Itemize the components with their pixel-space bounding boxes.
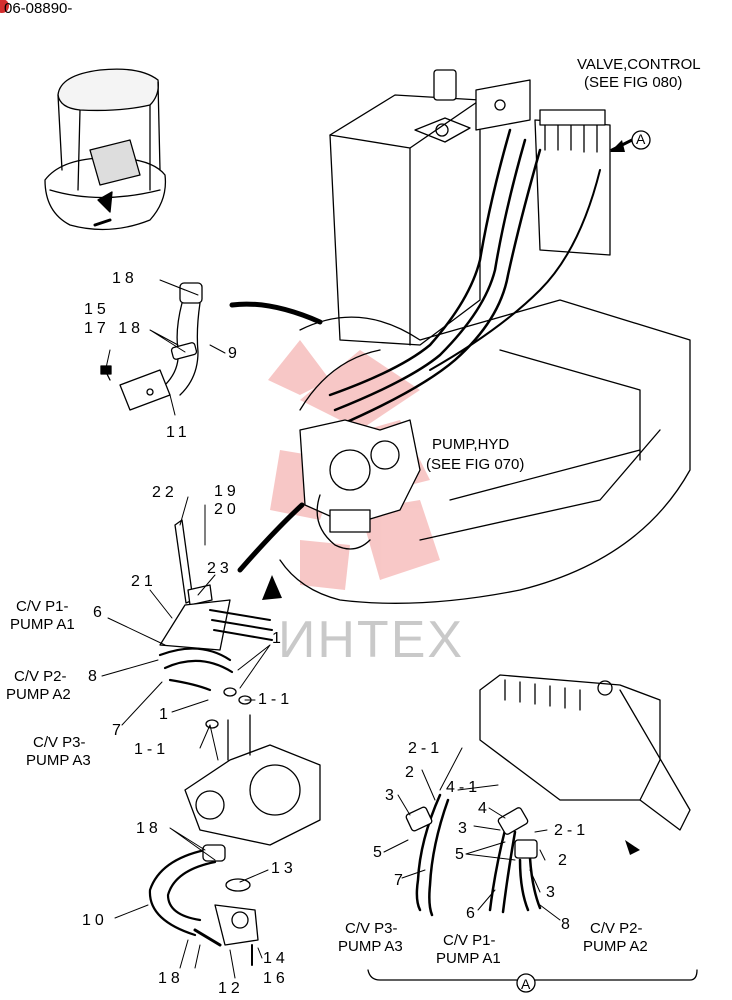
- item-number: 5: [373, 844, 386, 861]
- item-number: 3: [458, 820, 471, 837]
- item-number: 16: [263, 970, 289, 987]
- pump-hyd-ref: (SEE FIG 070): [426, 456, 525, 473]
- detail-cv-p1-pump-label: PUMP A1: [436, 950, 501, 967]
- detail-view-a: [367, 674, 698, 993]
- cv-p2-pump-label: PUMP A2: [6, 686, 71, 703]
- item-number: 4-1: [446, 779, 482, 796]
- cv-p1-label: C/V P1-: [16, 598, 69, 615]
- item-number: 18: [158, 970, 184, 987]
- item-number: 21: [131, 573, 157, 590]
- item-number: 3: [546, 884, 559, 901]
- machine-thumbnail: [44, 68, 167, 231]
- item-number: 23: [207, 560, 233, 577]
- item-number: 6: [93, 604, 106, 621]
- item-number: 14: [263, 950, 289, 967]
- item-number: 2-1: [408, 740, 444, 757]
- item-number: 1-1: [258, 691, 294, 708]
- detail-cv-p3-pump-label: PUMP A3: [338, 938, 403, 955]
- cv-p2-label: C/V P2-: [14, 668, 67, 685]
- valve-control-label: VALVE,CONTROL: [577, 56, 701, 73]
- item-number: 1: [159, 706, 172, 723]
- item-number: 12: [218, 980, 244, 997]
- item-number: 4: [478, 800, 491, 817]
- item-number: 5: [455, 846, 468, 863]
- item-number: 2-1: [554, 822, 590, 839]
- upper-hose-assembly: [100, 282, 203, 411]
- machine-main-body: [279, 69, 691, 604]
- item-number: 13: [271, 860, 297, 877]
- item-number: 8: [88, 668, 101, 685]
- detail-view-a-marker: A: [521, 976, 531, 992]
- watermark-text: ИНТЕХ: [278, 611, 465, 669]
- item-number: 7: [112, 722, 125, 739]
- item-number: 2: [558, 852, 571, 869]
- item-number: 9: [228, 345, 241, 362]
- pump-hyd-label: PUMP,HYD: [432, 436, 510, 453]
- pointer-arrow-lower: [237, 502, 305, 573]
- item-number: 20: [214, 501, 240, 518]
- item-number: 1-1: [134, 741, 170, 758]
- item-number: 7: [394, 872, 407, 889]
- item-number: 10: [82, 912, 108, 929]
- item-number: 6: [466, 905, 479, 922]
- detail-cv-p2-pump-label: PUMP A2: [583, 938, 648, 955]
- item-number: 8: [561, 916, 574, 933]
- view-a-marker: A: [636, 131, 646, 147]
- cv-p3-label: C/V P3-: [33, 734, 86, 751]
- detail-cv-p3-label: C/V P3-: [345, 920, 398, 937]
- valve-control-ref: (SEE FIG 080): [584, 74, 683, 91]
- corner-marker: [0, 0, 9, 13]
- item-number: 11: [166, 424, 191, 441]
- detail-cv-p1-label: C/V P1-: [443, 932, 496, 949]
- part-number-header: 06-08890-: [4, 0, 73, 17]
- leader-lines: [101, 279, 561, 979]
- item-number: 2: [405, 764, 418, 781]
- item-number: 3: [385, 787, 398, 804]
- item-number: 18: [136, 820, 162, 837]
- item-number: 18: [112, 270, 138, 287]
- item-number: 1: [272, 630, 285, 647]
- cv-p1-pump-label: PUMP A1: [10, 616, 75, 633]
- detail-cv-p2-label: C/V P2-: [590, 920, 643, 937]
- item-number: 17 18: [84, 320, 145, 337]
- lower-pump-assembly: [148, 519, 321, 966]
- item-number: 15: [84, 301, 110, 318]
- pointer-arrow-upper: [229, 301, 323, 325]
- item-number: 22: [152, 484, 178, 501]
- item-number: 19: [214, 483, 240, 500]
- cv-p3-pump-label: PUMP A3: [26, 752, 91, 769]
